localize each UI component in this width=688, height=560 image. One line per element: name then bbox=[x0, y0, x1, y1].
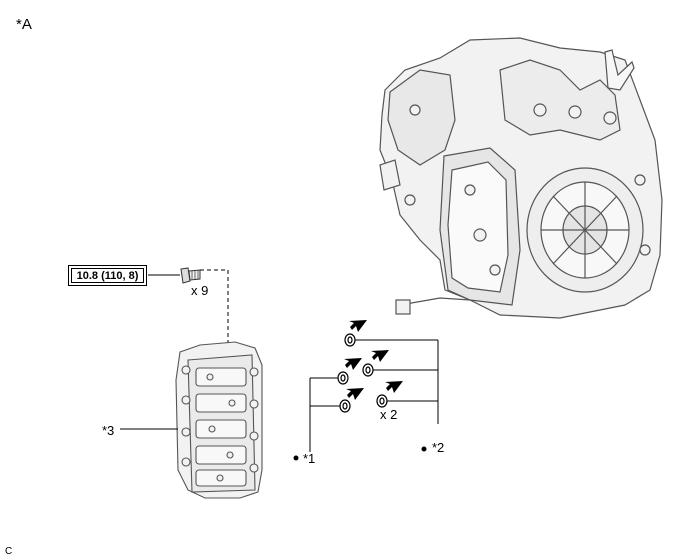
callout-1: *1 bbox=[303, 451, 316, 466]
callout-1-dot bbox=[293, 455, 299, 461]
valve-body-icon bbox=[175, 341, 263, 499]
figure-code: C bbox=[5, 546, 13, 557]
o-ring-icon bbox=[337, 333, 388, 413]
figure-view-label: *A bbox=[16, 16, 32, 33]
seal-quantity: x 2 bbox=[380, 407, 398, 422]
seal-brackets bbox=[309, 339, 439, 452]
bolt-install-path bbox=[200, 269, 229, 365]
bolt-icon bbox=[148, 267, 201, 284]
arrow-marker-icon bbox=[344, 320, 403, 400]
callout-3: *3 bbox=[102, 423, 115, 438]
callout-2: *2 bbox=[432, 440, 445, 455]
callout-2-dot bbox=[421, 446, 427, 452]
bolt-quantity: x 9 bbox=[191, 283, 209, 298]
torque-spec-box: 10.8 (110, 8) bbox=[68, 265, 147, 286]
torque-spec: 10.8 (110, 8) bbox=[71, 268, 144, 283]
transaxle-icon bbox=[379, 37, 663, 319]
